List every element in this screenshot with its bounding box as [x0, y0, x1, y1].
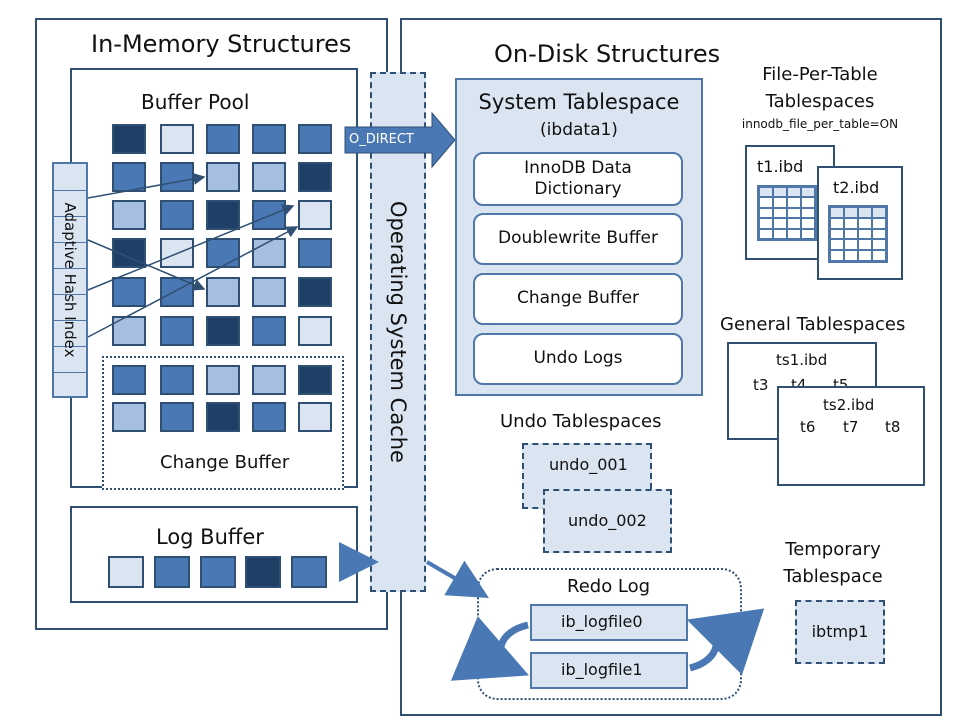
- buffer-page-cell: [206, 238, 240, 268]
- buffer-page-cell: [206, 162, 240, 192]
- hash-index-divider: [54, 242, 86, 243]
- buffer-page-cell: [160, 200, 194, 230]
- undo-001-label: undo_001: [549, 455, 628, 474]
- system-tablespace-subtitle: (ibdata1): [540, 120, 618, 140]
- change-buffer-cell: [160, 365, 194, 395]
- log-buffer-cell: [245, 556, 281, 588]
- t2-ibd-label: t2.ibd: [833, 178, 880, 197]
- temporary-tablespace-title-line1: Temporary: [785, 539, 881, 560]
- log-buffer-title: Log Buffer: [156, 525, 264, 549]
- buffer-page-cell: [160, 316, 194, 346]
- buffer-page-cell: [252, 124, 286, 154]
- table-grid-icon: [757, 185, 817, 241]
- buffer-page-cell: [112, 124, 146, 154]
- buffer-page-cell: [298, 316, 332, 346]
- ts2-table-t7: t7: [843, 418, 859, 436]
- change-buffer-disk: Change Buffer: [473, 273, 683, 325]
- file-per-table-title-line1: File-Per-Table: [762, 64, 878, 85]
- adaptive-hash-index: Adaptive Hash Index: [52, 162, 88, 398]
- buffer-page-cell: [206, 316, 240, 346]
- ibtmp1-label: ibtmp1: [811, 622, 869, 641]
- t1-ibd-label: t1.ibd: [757, 157, 804, 176]
- log-buffer-cell: [154, 556, 190, 588]
- ibtmp1-file: [795, 600, 885, 664]
- file-per-table-title-line2: Tablespaces: [765, 91, 875, 112]
- buffer-page-cell: [298, 200, 332, 230]
- log-buffer-cell: [108, 556, 144, 588]
- buffer-page-cell: [112, 238, 146, 268]
- temporary-tablespace-title-line2: Tablespace: [783, 566, 883, 587]
- log-buffer-panel: [70, 506, 358, 603]
- undo-002-label: undo_002: [568, 511, 647, 530]
- buffer-page-cell: [252, 316, 286, 346]
- on-disk-title: On-Disk Structures: [494, 40, 721, 68]
- change-buffer-cell: [298, 365, 332, 395]
- buffer-page-cell: [298, 238, 332, 268]
- in-memory-title: In-Memory Structures: [91, 30, 352, 58]
- hash-index-divider: [54, 346, 86, 347]
- change-buffer-cell: [112, 402, 146, 432]
- log-buffer-cell: [200, 556, 236, 588]
- ts2-table-t8: t8: [885, 418, 901, 436]
- hash-index-divider: [54, 268, 86, 269]
- buffer-page-cell: [206, 277, 240, 307]
- buffer-page-cell: [298, 277, 332, 307]
- log-buffer-cell: [291, 556, 327, 588]
- ib-logfile0: [530, 604, 688, 641]
- ts1-table-t3: t3: [753, 376, 769, 394]
- hash-index-divider: [54, 372, 86, 373]
- buffer-page-cell: [206, 200, 240, 230]
- hash-index-divider: [54, 216, 86, 217]
- general-tablespaces-title: General Tablespaces: [720, 314, 906, 335]
- change-buffer-cell: [160, 402, 194, 432]
- change-buffer-cell: [206, 365, 240, 395]
- table-grid-icon: [828, 205, 888, 263]
- buffer-pool-title: Buffer Pool: [141, 90, 250, 114]
- buffer-page-cell: [298, 162, 332, 192]
- redo-log-title: Redo Log: [567, 576, 651, 597]
- ib-logfile1-label: ib_logfile1: [561, 660, 643, 679]
- change-buffer-label: Change Buffer: [160, 452, 290, 473]
- ts1-ibd-label: ts1.ibd: [776, 351, 828, 369]
- buffer-page-cell: [160, 162, 194, 192]
- change-buffer-cell: [252, 402, 286, 432]
- o-direct-label: O_DIRECT: [349, 132, 414, 147]
- doublewrite-buffer: Doublewrite Buffer: [473, 213, 683, 265]
- change-buffer-cell: [206, 402, 240, 432]
- ts2-table-t6: t6: [800, 418, 816, 436]
- buffer-page-cell: [112, 200, 146, 230]
- buffer-page-cell: [298, 124, 332, 154]
- change-buffer-cell: [298, 402, 332, 432]
- ts2-ibd-file: [777, 386, 925, 486]
- ts2-ibd-label: ts2.ibd: [823, 396, 875, 414]
- undo-logs: Undo Logs: [473, 333, 683, 385]
- buffer-page-cell: [160, 277, 194, 307]
- buffer-page-cell: [252, 238, 286, 268]
- os-cache-label: Operating System Cache: [386, 201, 410, 463]
- ib-logfile0-label: ib_logfile0: [561, 612, 643, 631]
- buffer-page-cell: [112, 316, 146, 346]
- buffer-page-cell: [160, 238, 194, 268]
- system-tablespace-title: System Tablespace: [478, 90, 680, 114]
- buffer-page-cell: [160, 124, 194, 154]
- ib-logfile1: [530, 652, 688, 689]
- buffer-page-cell: [112, 277, 146, 307]
- adaptive-hash-index-label: Adaptive Hash Index: [61, 202, 79, 358]
- hash-index-divider: [54, 320, 86, 321]
- innodb-data-dictionary: InnoDB Data Dictionary: [473, 152, 683, 206]
- hash-index-divider: [54, 190, 86, 191]
- buffer-page-cell: [252, 162, 286, 192]
- undo-tablespaces-title: Undo Tablespaces: [500, 411, 662, 432]
- buffer-page-cell: [252, 200, 286, 230]
- change-buffer-cell: [252, 365, 286, 395]
- change-buffer-cell: [112, 365, 146, 395]
- hash-index-divider: [54, 294, 86, 295]
- undo-002-file: [543, 489, 672, 553]
- buffer-page-cell: [112, 162, 146, 192]
- file-per-table-setting: innodb_file_per_table=ON: [741, 117, 899, 131]
- buffer-page-cell: [252, 277, 286, 307]
- buffer-page-cell: [206, 124, 240, 154]
